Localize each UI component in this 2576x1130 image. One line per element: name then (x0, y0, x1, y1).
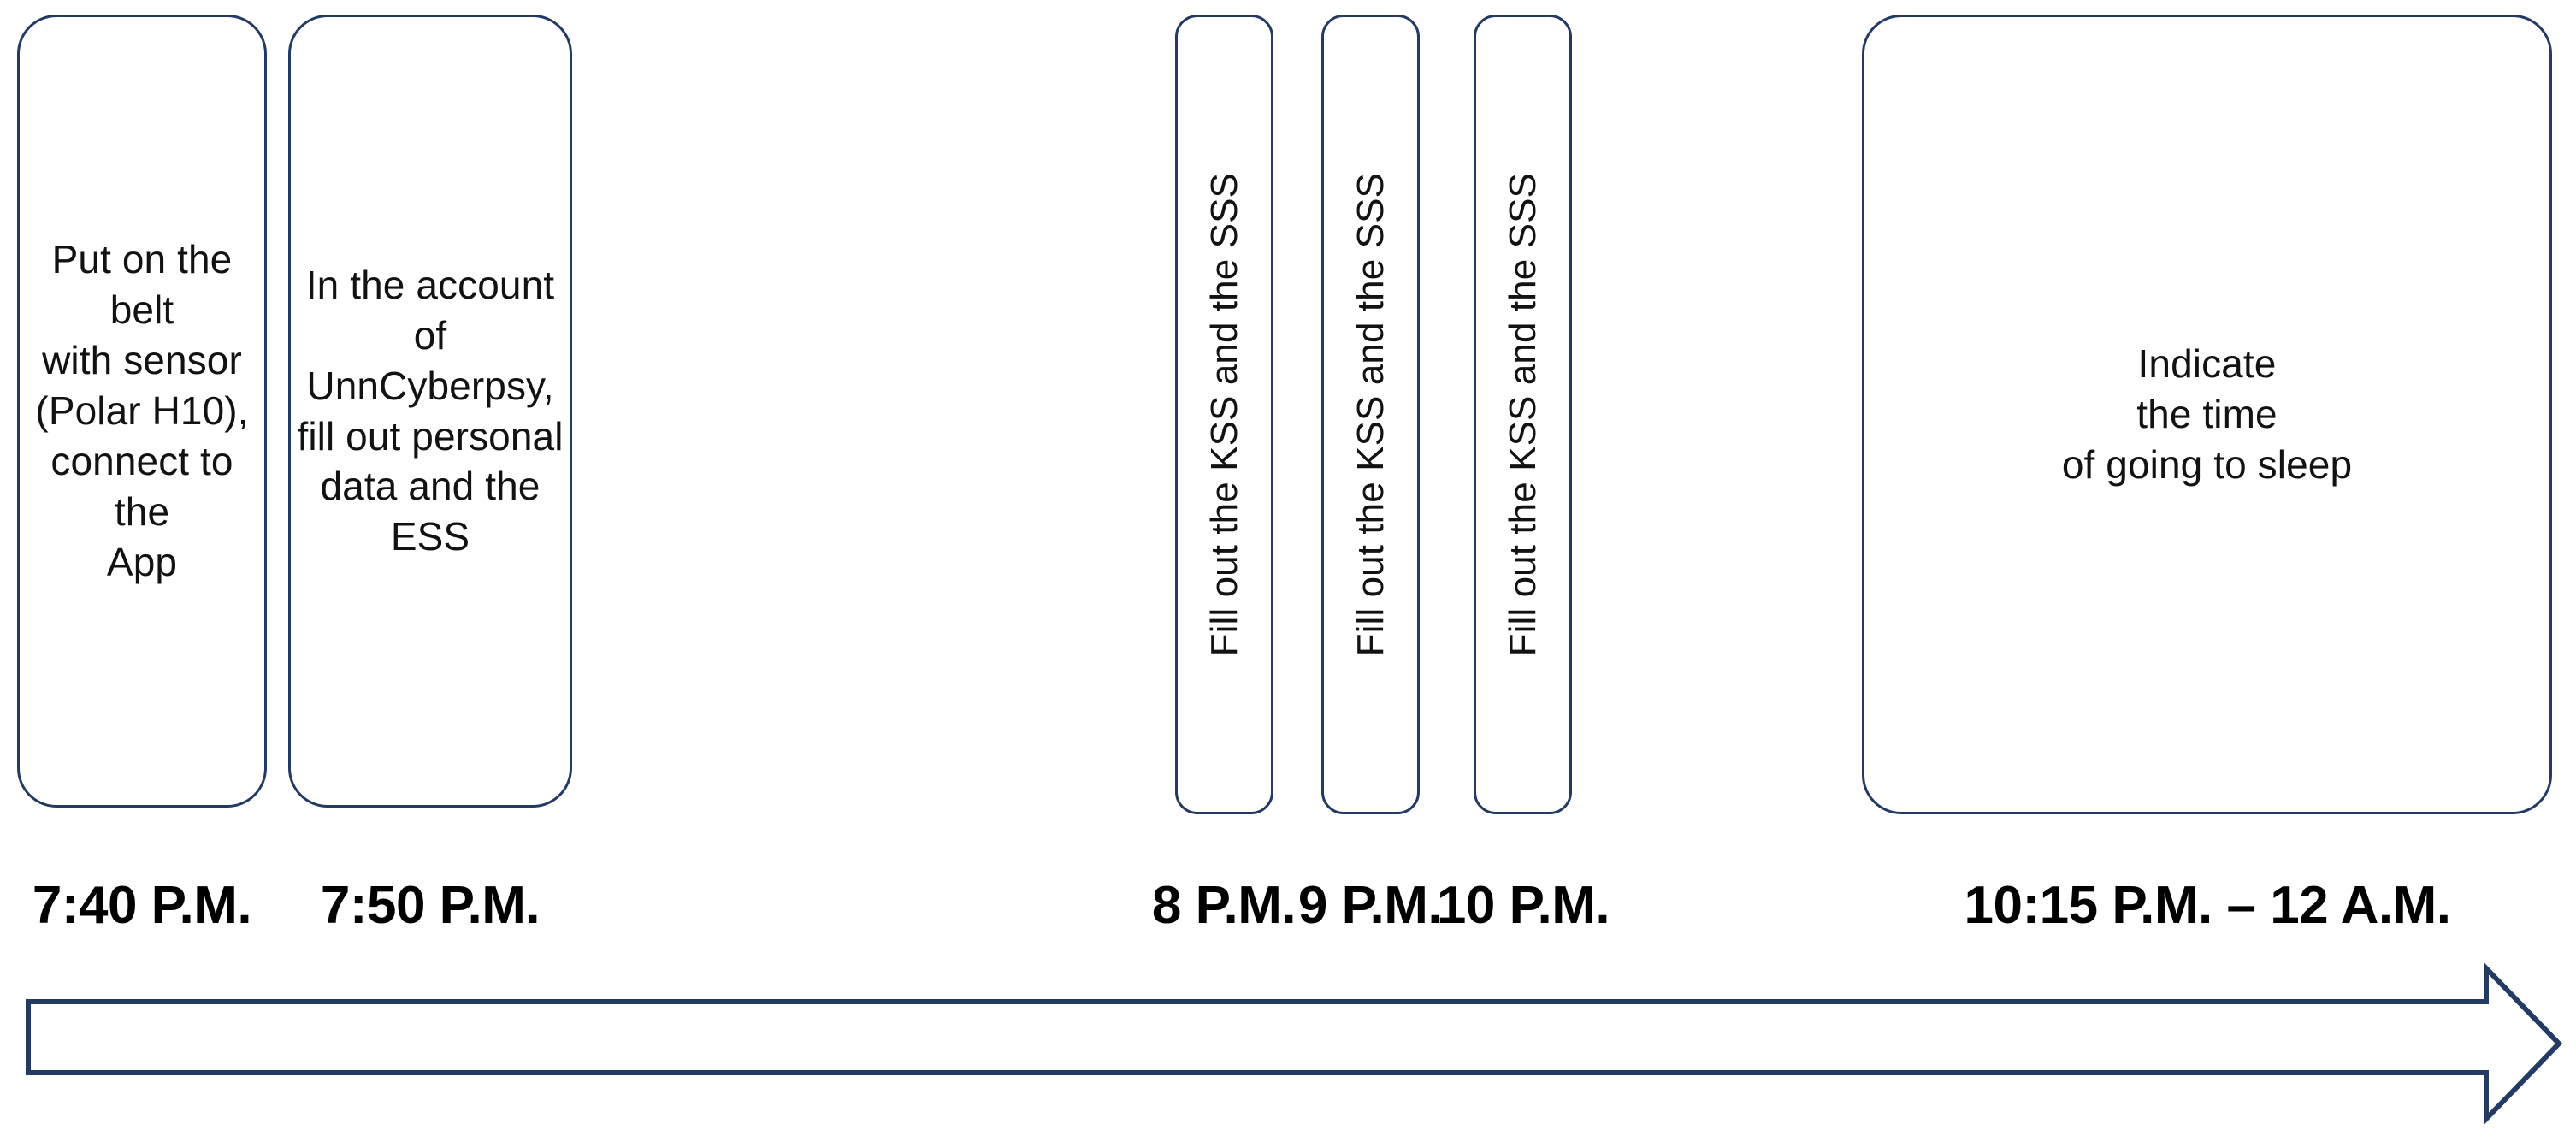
time-label-2: 7:50 P.M. (320, 876, 541, 935)
step-6-text: Indicate the time of going to sleep (2061, 341, 2353, 487)
time-label-5: 10 P.M. (1436, 876, 1610, 935)
step-box-4[interactable]: Fill out the KSS and the SSS (1321, 15, 1420, 814)
time-arrow-shape (26, 961, 2563, 1126)
step-box-6[interactable]: Indicate the time of going to sleep (1862, 15, 2552, 814)
step-4-text: Fill out the KSS and the SSS (1349, 172, 1391, 657)
time-label-1: 7:40 P.M. (32, 876, 252, 935)
time-label-4: 9 P.M. (1297, 876, 1443, 935)
step-3-text: Fill out the KSS and the SSS (1202, 172, 1245, 657)
time-label-3: 8 P.M. (1151, 876, 1297, 935)
step-box-1[interactable]: Put on the belt with sensor (Polar H10),… (17, 15, 267, 808)
step-1-text: Put on the belt with sensor (Polar H10),… (35, 237, 249, 584)
step-box-2[interactable]: In the account of UnnCyberpsy, fill out … (288, 15, 572, 808)
time-arrow (26, 961, 2563, 1126)
step-5-text: Fill out the KSS and the SSS (1501, 172, 1544, 657)
step-box-3[interactable]: Fill out the KSS and the SSS (1175, 15, 1273, 814)
step-box-5[interactable]: Fill out the KSS and the SSS (1474, 15, 1572, 814)
time-label-6: 10:15 P.M. – 12 A.M. (1964, 876, 2451, 935)
step-2-text: In the account of UnnCyberpsy, fill out … (297, 262, 564, 559)
